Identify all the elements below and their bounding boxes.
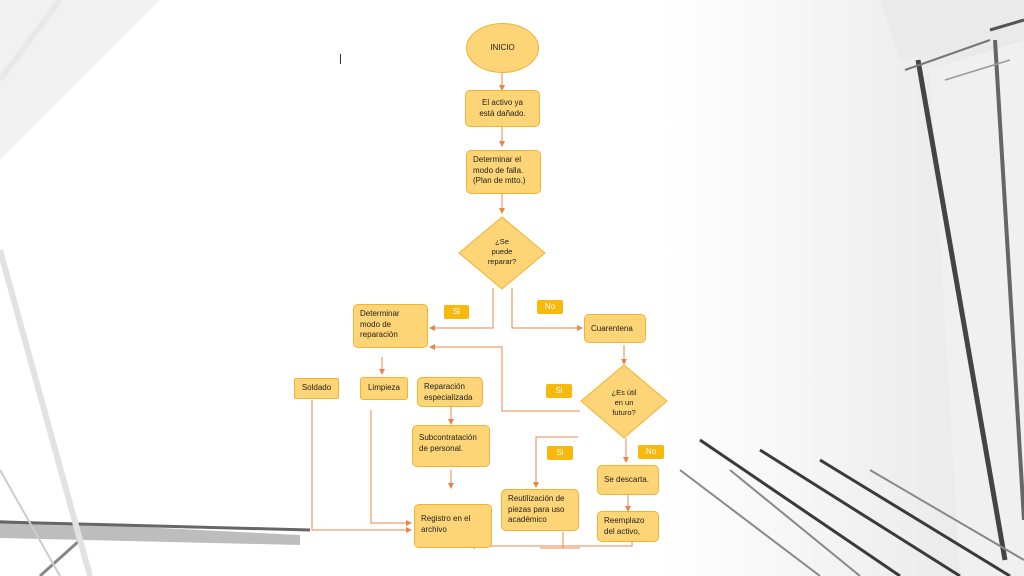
label-no-reparar: No — [537, 300, 563, 314]
node-limpieza: Limpieza — [360, 377, 408, 400]
node-reutilizacion: Reutilización de piezas para uso académi… — [501, 489, 579, 531]
diamond-text-es-util: ¿Es útil en un futuro? — [611, 388, 637, 417]
node-reemplazo: Reemplazo del activo, — [597, 511, 659, 542]
node-determinar-falla: Determinar el modo de falla. (Plan de mt… — [466, 150, 541, 194]
node-activo-danado: El activo ya está dañado. — [465, 90, 540, 127]
node-soldado: Soldado — [294, 378, 339, 399]
node-registro: Registro en el archivo — [414, 504, 492, 548]
node-cuarentena: Cuarentena — [584, 314, 646, 343]
node-inicio: INICIO — [466, 23, 539, 73]
diamond-es-util — [580, 364, 668, 439]
diamond-text-se-puede-reparar: ¿Se puede reparar? — [487, 237, 517, 266]
node-reparacion-especializada: Reparación especializada — [417, 377, 483, 407]
node-subcontratacion: Subcontratación de personal. — [412, 425, 490, 467]
text-cursor — [340, 54, 341, 64]
node-se-descarta: Se descarta. — [597, 465, 659, 495]
node-determinar-reparacion: Determinar modo de reparación — [353, 304, 428, 348]
label-si-util-lower: Si — [547, 446, 573, 460]
label-si-reparar: Si — [444, 305, 469, 319]
label-no-util: No — [638, 445, 664, 459]
label-si-util-upper: Si — [546, 384, 572, 398]
diamond-se-puede-reparar — [458, 216, 546, 290]
